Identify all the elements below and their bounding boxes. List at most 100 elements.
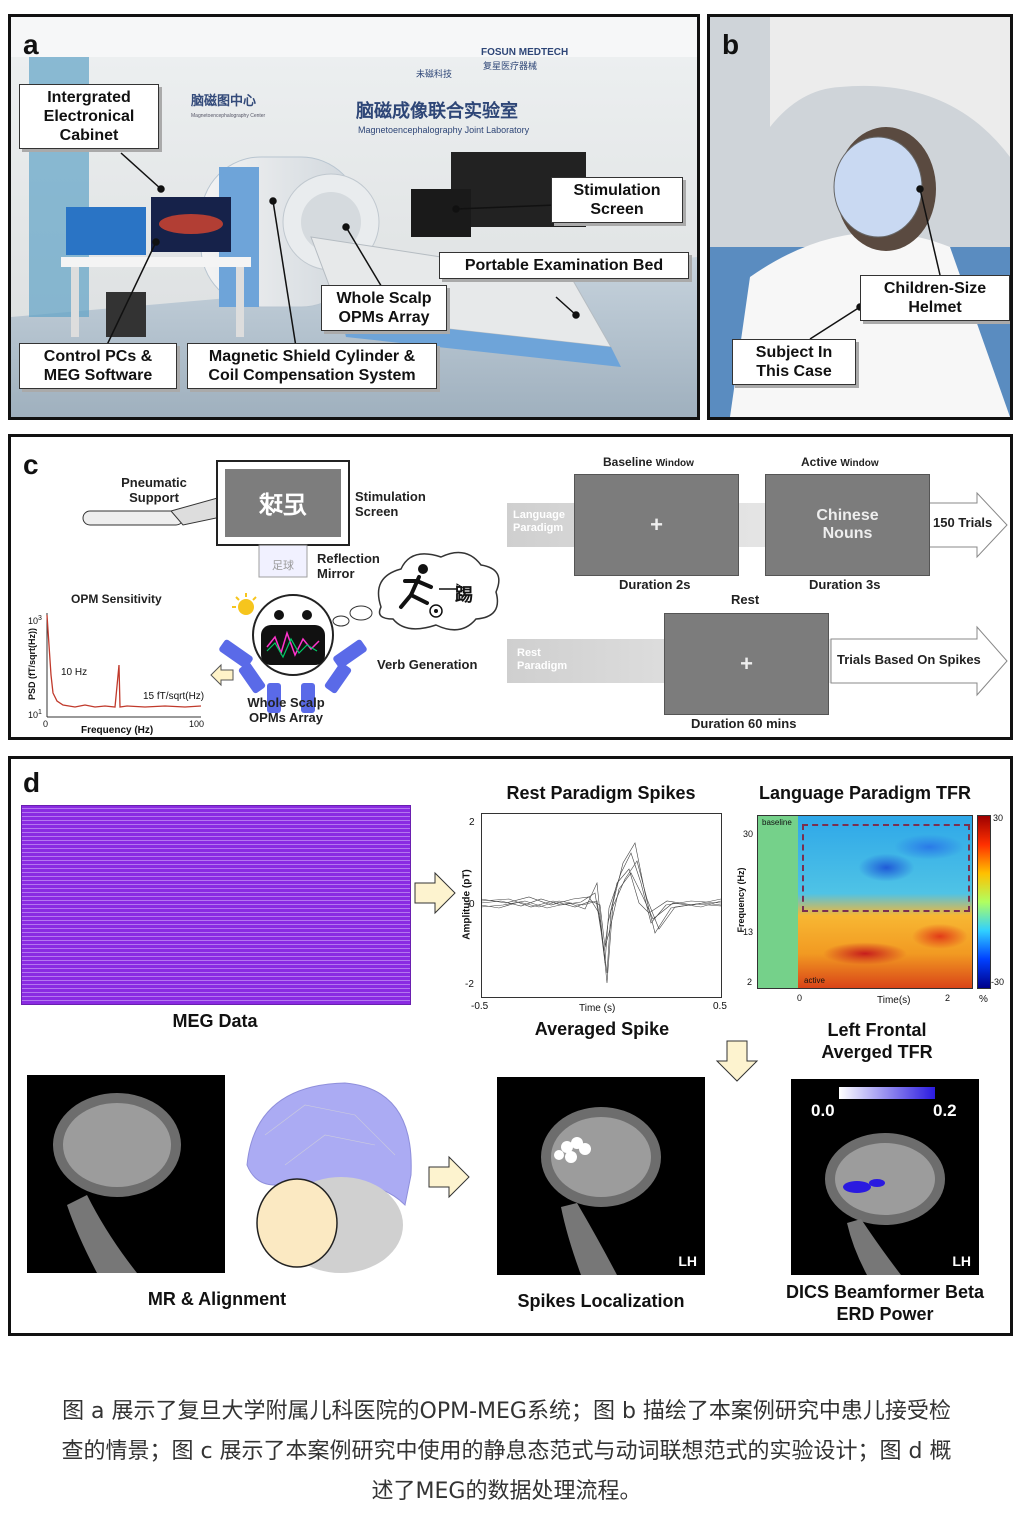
panel-a-label: a [23,29,39,60]
psd-ytick-bottom-base: 10 [28,710,39,720]
arrow-right-icon [414,871,456,915]
arrow-right-icon-2 [428,1155,470,1199]
baseline-title-a: Baseline [603,455,656,469]
rest-duration: Duration 60 mins [691,716,797,731]
spikes-localization-image: LH [497,1077,705,1275]
spikes-localization-label: Spikes Localization [517,1291,685,1311]
lh-label-2: LH [952,1253,971,1269]
reflection-label: Reflection Mirror [317,551,380,581]
figure-caption: 图 a 展示了复旦大学附属儿科医院的OPM-MEG系统；图 b 描绘了本案例研究… [61,1399,952,1504]
duration-baseline: Duration 2s [619,577,691,592]
tfr-active-label: active [804,976,825,985]
thought-char: 踢 [455,585,473,605]
mirror-text: 足球 [272,560,294,572]
tfr-ytick-30: 30 [743,829,754,839]
tfr-xlabel: Time(s) [877,995,911,1006]
rest-title: Rest [731,592,760,607]
tfr-cbar-max: 30 [993,813,1004,823]
spike-xlabel: Time (s) [579,1003,616,1014]
baseline-cross: + [650,512,663,537]
psd-ytick-bottom: 101 [28,709,42,720]
baseline-window-title: Baseline Window [603,455,694,469]
rest-cross: + [740,651,753,676]
active-title-a: Active [801,455,841,469]
tfr-roi-box [802,824,970,912]
tfr-cbar-min: -30 [991,977,1005,987]
psd-xtick-100: 100 [189,719,205,729]
baseline-window-box: + [574,474,739,576]
lh-label-1: LH [678,1253,697,1269]
running-person-icon [399,564,433,609]
psd-ytick-top-base: 10 [28,616,39,626]
logo-mid: 未磁科技 [416,68,452,79]
meg-data-label: MEG Data [172,1011,258,1031]
callout-helmet: Children-Size Helmet [860,275,1010,321]
verb-generation-label: Verb Generation [377,657,478,672]
callout-control-pcs: Control PCs & MEG Software [19,343,177,389]
soccer-ball-icon [429,604,443,618]
panel-a: 脑磁图中心 Magnetoencephalography Center 脑磁成像… [8,14,700,420]
sun-icon [232,593,257,615]
callout-stimulation-screen: Stimulation Screen [551,177,683,223]
wall-text-center: 脑磁图中心 [191,93,256,108]
spike-xtick-pos: 0.5 [713,1001,727,1012]
panel-b: b Children-Size Helmet Subject In This C… [707,14,1013,420]
callout-opm-array: Whole Scalp OPMs Array [321,285,447,331]
tfr-caption: Left Frontal Averged TFR [821,1020,933,1062]
pneumatic-label: Pneumatic Support [121,475,187,505]
tfr-colorbar [977,815,991,989]
wall-text-center-en: Magnetoencephalography Center [191,113,266,119]
dics-label: DICS Beamformer Beta ERD Power [785,1282,985,1324]
rest-trials: Trials Based On Spikes [837,652,981,667]
panel-c: c Pneumatic Support [8,434,1013,740]
active-window-box: Chinese Nouns [765,474,930,576]
panel-d: d MEG Data Rest Paradigm Spikes Amplitud… [8,756,1013,1336]
mr-alignment-label: MR & Alignment [147,1289,287,1309]
tfr-heatmap: baseline active [757,815,973,989]
averaged-spike-label: Averaged Spike [534,1019,670,1039]
spike-ytick-bottom: -2 [465,979,474,990]
callout-cabinet: Intergrated Electronical Cabinet [19,84,159,149]
panel-b-label: b [722,29,740,60]
panel-d-label: d [23,767,41,798]
screen-text: 足球 [259,492,307,519]
chinese-nouns-label: Chinese Nouns [816,507,879,542]
active-title-b: Window [840,458,879,469]
wall-text-lab: 脑磁成像联合实验室 [356,100,518,121]
callout-examination-bed: Portable Examination Bed [439,252,689,279]
rest-tag: Rest Paradigm [517,647,568,672]
tfr-cbar-unit: % [979,994,988,1005]
opm-array-label: Whole Scalp OPMs Array [247,695,325,725]
baseline-title-b: Window [655,458,694,469]
wall-text-lab-en: Magnetoencephalography Joint Laboratory [358,125,530,135]
stim-screen-label: Stimulation Screen [355,489,426,519]
spikes-title: Rest Paradigm Spikes [506,783,696,803]
arrow-down-icon [715,1040,759,1082]
tfr-ytick-2: 2 [747,977,753,987]
tfr-baseline-label: baseline [762,818,792,827]
psd-xlabel: Frequency (Hz) [81,725,154,736]
tfr-ytick-13: 13 [743,927,754,937]
arrow-right-icon [439,583,466,595]
spike-ytick-top: 2 [469,817,475,828]
tfr-xtick-2: 2 [945,993,951,1003]
language-tag: Language Paradigm [513,509,565,534]
head-alignment [246,1082,412,1273]
psd-note-10hz: 10 Hz [61,667,88,678]
psd-ytick-bottom-exp: 1 [38,709,42,716]
psd-note-floor: 15 fT/sqrt(Hz) [143,691,205,702]
callout-subject: Subject In This Case [732,339,856,385]
logo-fosun-cn: 复星医疗器械 [483,60,537,71]
dics-max: 0.2 [933,1101,957,1120]
mr-slice [27,1075,225,1273]
language-trials: 150 Trials [933,515,993,530]
psd-xtick-0: 0 [43,719,49,729]
setup-illustration [82,460,500,713]
spike-ytick-mid: 0 [469,899,475,910]
spike-xtick-neg: -0.5 [471,1001,489,1012]
meg-data-block [21,805,411,1005]
dics-colorbar [839,1087,935,1099]
tfr-xtick-0: 0 [797,993,803,1003]
active-window-title: Active Window [801,455,879,469]
callout-magnetic-shield: Magnetic Shield Cylinder & Coil Compensa… [187,343,437,389]
